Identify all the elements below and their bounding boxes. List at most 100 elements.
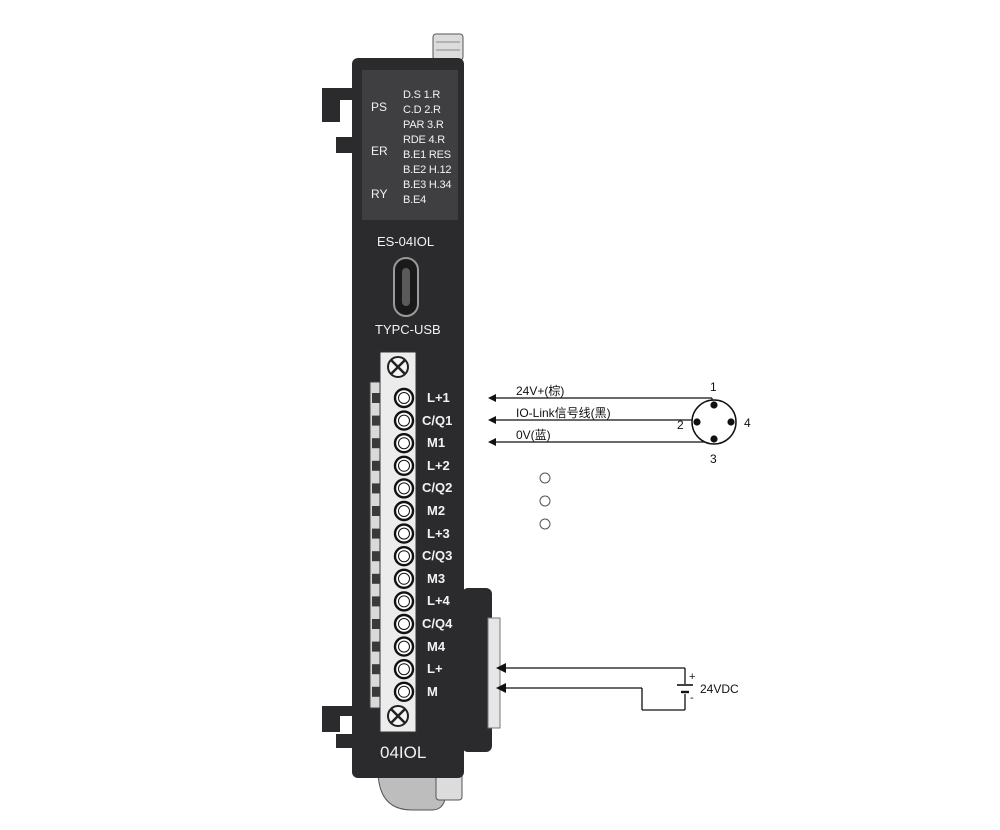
top-latch [432,33,464,61]
supply-plus: + [689,671,696,683]
arrow-head-m [496,683,506,693]
usb-label: TYPC-USB [375,322,441,337]
indicator-panel [362,70,458,220]
terminal-screw-inner [398,550,410,563]
terminal-screw [393,681,415,702]
bottom-model-label: 04IOL [380,743,427,762]
arrow-head-24v [488,394,496,402]
top-din-clip [322,88,356,122]
terminal-clamp [372,551,380,562]
terminal-clamp [372,686,380,697]
terminal-clamp [372,483,380,494]
terminal-screw-inner [398,459,410,472]
terminal-screw-inner [398,392,410,404]
terminal-clamp [372,596,380,607]
continuation-dot [539,518,551,530]
bottom-din-clip [322,706,356,732]
pin-1-dot [710,401,718,409]
terminal-label: M2 [427,503,446,518]
terminal-label: M1 [427,435,446,451]
terminal-screw-inner [398,663,410,676]
terminal-screw-inner [398,437,410,450]
terminal-screw-inner [398,640,410,653]
terminal-screw [393,433,415,454]
pin-number: 1 [710,380,717,394]
status-led-label: RY [371,187,388,201]
terminal-clamp [372,573,380,584]
status-led-label: PS [371,100,388,114]
terminal-label: M4 [427,638,446,654]
terminal-label: L+4 [427,593,450,609]
terminal-screw [393,478,415,499]
wire-label-0v: 0V(蓝) [516,428,551,442]
terminal-clamp [372,528,380,539]
pin-3-dot [710,435,718,443]
status-led-label: ER [371,144,388,158]
terminal-screw [393,387,415,409]
terminal-label: C/Q1 [422,412,453,428]
wire-label-signal: IO-Link信号线(黑) [516,406,611,420]
bottom-clip-stub [336,734,356,748]
pin-4-dot [727,418,735,426]
terminal-screw-inner [398,527,410,540]
arrow-head-0v [488,438,496,446]
terminal-clamp [372,619,380,629]
model-label: ES-04IOL [377,234,435,249]
wire-label-24v: 24V+(棕) [516,384,565,398]
terminal-screw-inner [398,482,410,495]
terminal-screw-inner [398,414,410,427]
indicator-label: C.D 2.R [403,104,441,116]
terminal-screw-inner [398,572,410,585]
terminal-screw-inner [398,595,410,608]
side-connector-housing [462,588,492,752]
terminal-screw [393,568,415,589]
terminal-screw [393,410,415,431]
terminal-label: L+2 [427,457,450,473]
terminal-screw [393,523,415,544]
indicator-label: B.E3 H.34 [403,179,452,191]
terminal-clamp [372,506,380,516]
terminal-screw [393,455,415,476]
indicator-label: B.E4 [403,194,427,206]
continuation-dot [539,495,551,507]
pin-2-dot [693,418,701,426]
power-wires [502,667,686,711]
terminal-label: C/Q3 [422,548,453,564]
terminal-label: M [427,683,438,699]
terminal-label: C/Q2 [422,480,453,496]
indicator-label: PAR 3.R [403,119,444,131]
terminal-clamp [372,664,380,675]
terminal-screw [393,546,415,567]
terminal-label: L+1 [427,390,450,405]
m12-connector [691,399,737,445]
arrow-head-signal [488,416,496,424]
terminal-clamp [372,438,380,449]
top-clip-stub [336,137,356,153]
pin-number: 4 [744,416,751,430]
terminal-screw [393,636,415,657]
indicator-label: RDE 4.R [403,134,445,146]
indicator-label: B.E1 RES [403,149,451,161]
terminal-clamp [372,415,380,426]
supply-label: 24VDC [700,682,739,696]
terminal-label: L+ [427,661,443,677]
terminal-screw-inner [398,618,410,630]
continuation-dot [539,472,551,484]
terminal-label: C/Q4 [422,616,453,631]
terminal-label: M3 [427,570,446,586]
indicator-label: D.S 1.R [403,89,441,101]
terminal-label: L+3 [427,525,450,541]
terminal-screw [393,613,415,635]
arrow-head-l-plus [496,663,506,673]
terminal-screw [393,659,415,680]
terminal-screw [393,500,415,522]
terminal-screw [393,591,415,612]
terminal-clamp [372,460,380,471]
terminal-clamp [372,393,380,403]
terminal-screws [372,387,415,702]
pin-number: 2 [677,418,684,432]
indicator-label: B.E2 H.12 [403,164,452,176]
terminal-clamp [372,641,380,652]
terminal-screw-inner [398,505,410,517]
